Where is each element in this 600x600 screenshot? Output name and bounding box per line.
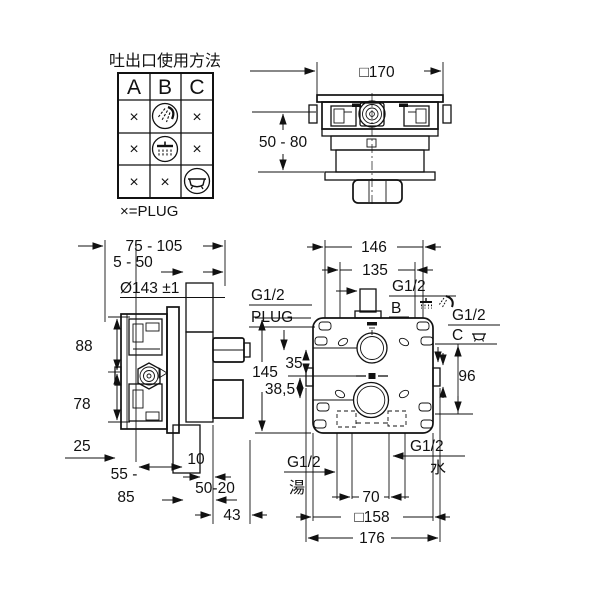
hand-shower-icon-small [438,295,454,308]
dim-10: 10 [187,451,205,468]
left-port-tab [305,367,314,387]
column-header-c: C [189,76,204,99]
dim-70: 70 [362,489,380,506]
view-marker-a [158,367,168,379]
knurled-knob [212,379,244,419]
plug-mark: × [192,141,201,158]
port-top-thread: G1/2 [392,278,426,295]
column-header-b: B [158,76,172,99]
volume-control-opening [352,381,390,419]
top-pipe-stub [359,288,377,313]
usage-table: 吐出口使用方法 A B C × × × × × × [109,52,221,220]
port-top-id: B [391,300,401,317]
overhead-shower-icon [151,135,179,163]
dim-78: 78 [73,396,90,413]
finish-layer [185,331,214,423]
dim-square-170: □170 [359,64,395,81]
valve-body-side [114,306,180,434]
plug-mark: × [129,141,138,158]
wall-section-upper [185,282,214,333]
dim-96: 96 [458,368,475,385]
port-right-id: C [452,327,463,344]
dim-135: 135 [362,262,388,279]
dim-50-20: 50-20 [195,480,235,497]
dim-145: 145 [252,364,278,381]
port-left-id: PLUG [251,309,293,326]
port-bottom-left-id: 湯 [289,479,305,497]
port-bottom-right-id: 水 [430,459,446,477]
dim-25: 25 [73,438,90,455]
plug-legend: ×=PLUG [120,203,178,220]
dim-5-50: 5 - 50 [113,254,153,271]
mounting-plate [305,288,441,434]
plug-mark: × [129,174,138,191]
port-right-thread: G1/2 [452,307,486,324]
dim-88: 88 [75,338,92,355]
dim-diameter-143: Ø143 ±1 [120,280,179,297]
control-knobs-side [212,337,251,419]
dim-55-85-line1: 55 - [111,466,138,483]
port-bottom-left-thread: G1/2 [287,454,321,471]
side-installation-view: 75 - 105 5 - 50 Ø143 ±1 [65,238,267,524]
dim-square-158: □158 [354,509,389,526]
right-port-tab [432,367,441,387]
column-header-a: A [127,76,141,99]
usage-table-grid [117,72,214,199]
hand-shower-icon [151,102,179,130]
plug-mark: × [192,109,201,126]
rough-in-box-section [308,93,452,207]
port-bottom-right-thread: G1/2 [410,438,444,455]
dim-176: 176 [359,530,385,547]
top-section-view: □170 [250,62,452,207]
plug-mark: × [129,109,138,126]
dim-35: 35 [285,355,302,372]
dim-146: 146 [361,239,387,256]
port-left-thread: G1/2 [251,287,285,304]
plug-mark: × [160,174,169,191]
dim-50-80: 50 - 80 [259,134,308,151]
dim-55-85-line2: 85 [117,489,134,506]
overhead-shower-icon-small [420,298,432,309]
bathtub-icon [183,167,211,195]
front-view: 146 135 G1/2 B G1/2 PLUG [249,239,500,547]
dim-38-5: 38,5 [265,381,295,398]
dim-43: 43 [223,507,240,524]
dim-75-105: 75 - 105 [126,238,183,255]
bathtub-icon-small [472,333,486,342]
thermostat-opening [356,332,388,364]
wall-section-lower [172,424,201,474]
usage-table-title: 吐出口使用方法 [109,52,221,70]
